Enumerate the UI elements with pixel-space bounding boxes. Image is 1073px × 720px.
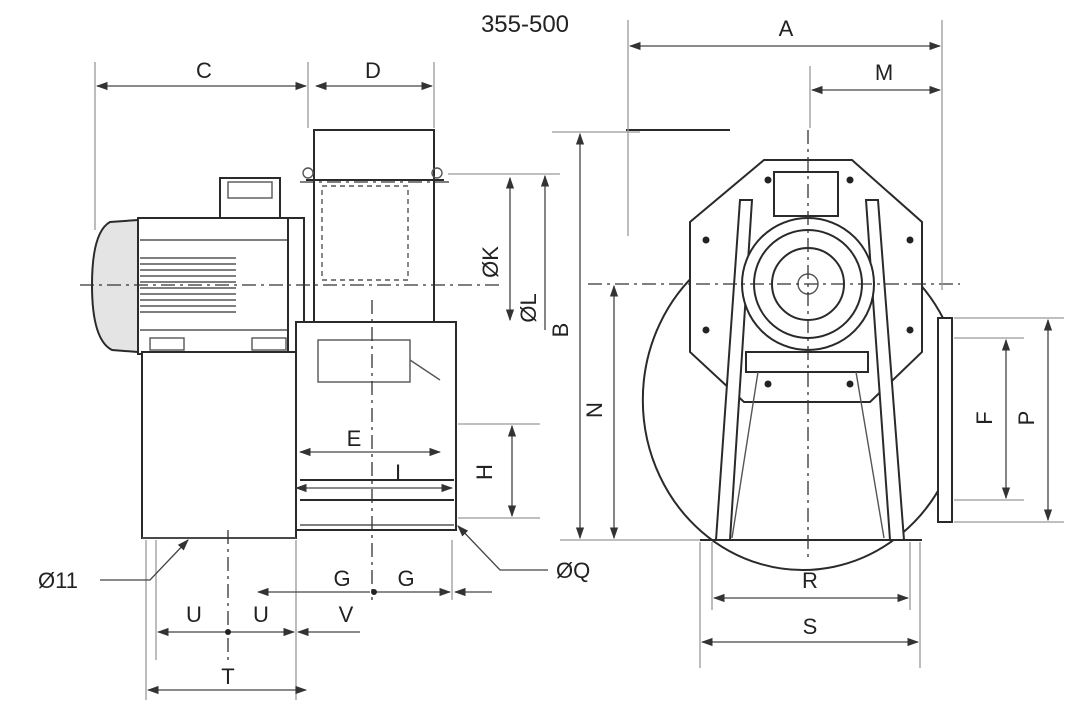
label-U2: U: [253, 602, 269, 627]
label-S: S: [803, 614, 818, 639]
label-N: N: [582, 402, 607, 418]
label-D: D: [365, 58, 381, 83]
label-U1: U: [186, 602, 202, 627]
label-G2: G: [397, 566, 414, 591]
fan-casing: [300, 129, 450, 323]
label-L: ØL: [516, 293, 541, 322]
label-T: T: [221, 664, 234, 689]
label-B: B: [548, 323, 573, 338]
outlet-flange: [937, 317, 953, 523]
side-view: C D ØK ØL E I H G G V U U T: [38, 58, 590, 700]
front-view: A M B N F P R S: [548, 16, 1064, 668]
label-F: F: [972, 411, 997, 424]
label-C: C: [196, 58, 212, 83]
motor: [90, 177, 305, 355]
label-Q: ØQ: [556, 558, 590, 583]
label-V: V: [339, 602, 354, 627]
label-A: A: [779, 16, 794, 41]
label-M: M: [875, 60, 893, 85]
base-frame: [141, 321, 457, 539]
label-I: I: [395, 460, 401, 485]
label-G1: G: [333, 566, 350, 591]
flange-bolts: [702, 176, 914, 388]
label-E: E: [347, 426, 362, 451]
label-hole: Ø11: [38, 568, 78, 593]
label-R: R: [802, 568, 818, 593]
label-H: H: [472, 464, 497, 480]
label-K: ØK: [478, 246, 503, 278]
label-P: P: [1014, 411, 1039, 426]
drawing-title: 355-500: [481, 11, 569, 38]
